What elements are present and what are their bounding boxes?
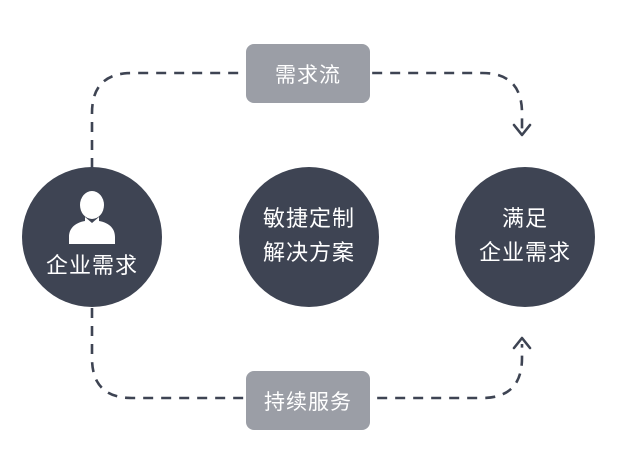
agile-solution-node: 敏捷定制 解决方案 [239, 167, 379, 307]
down-arrow-icon [512, 123, 532, 137]
node-label-line2: 企业需求 [478, 241, 571, 266]
demand-flow-tag: 需求流 [246, 44, 370, 103]
node-label-line2: 解决方案 [262, 241, 355, 266]
continuous-service-tag: 持续服务 [246, 371, 370, 430]
node-label: 企业需求 [45, 254, 138, 279]
satisfy-demand-node: 满足 企业需求 [455, 167, 595, 307]
up-arrow-icon [512, 336, 532, 350]
enterprise-demand-node: 企业需求 [22, 167, 162, 307]
user-icon [69, 191, 115, 244]
node-label-line1: 满足 [501, 207, 548, 232]
node-label-line1: 敏捷定制 [262, 207, 355, 232]
